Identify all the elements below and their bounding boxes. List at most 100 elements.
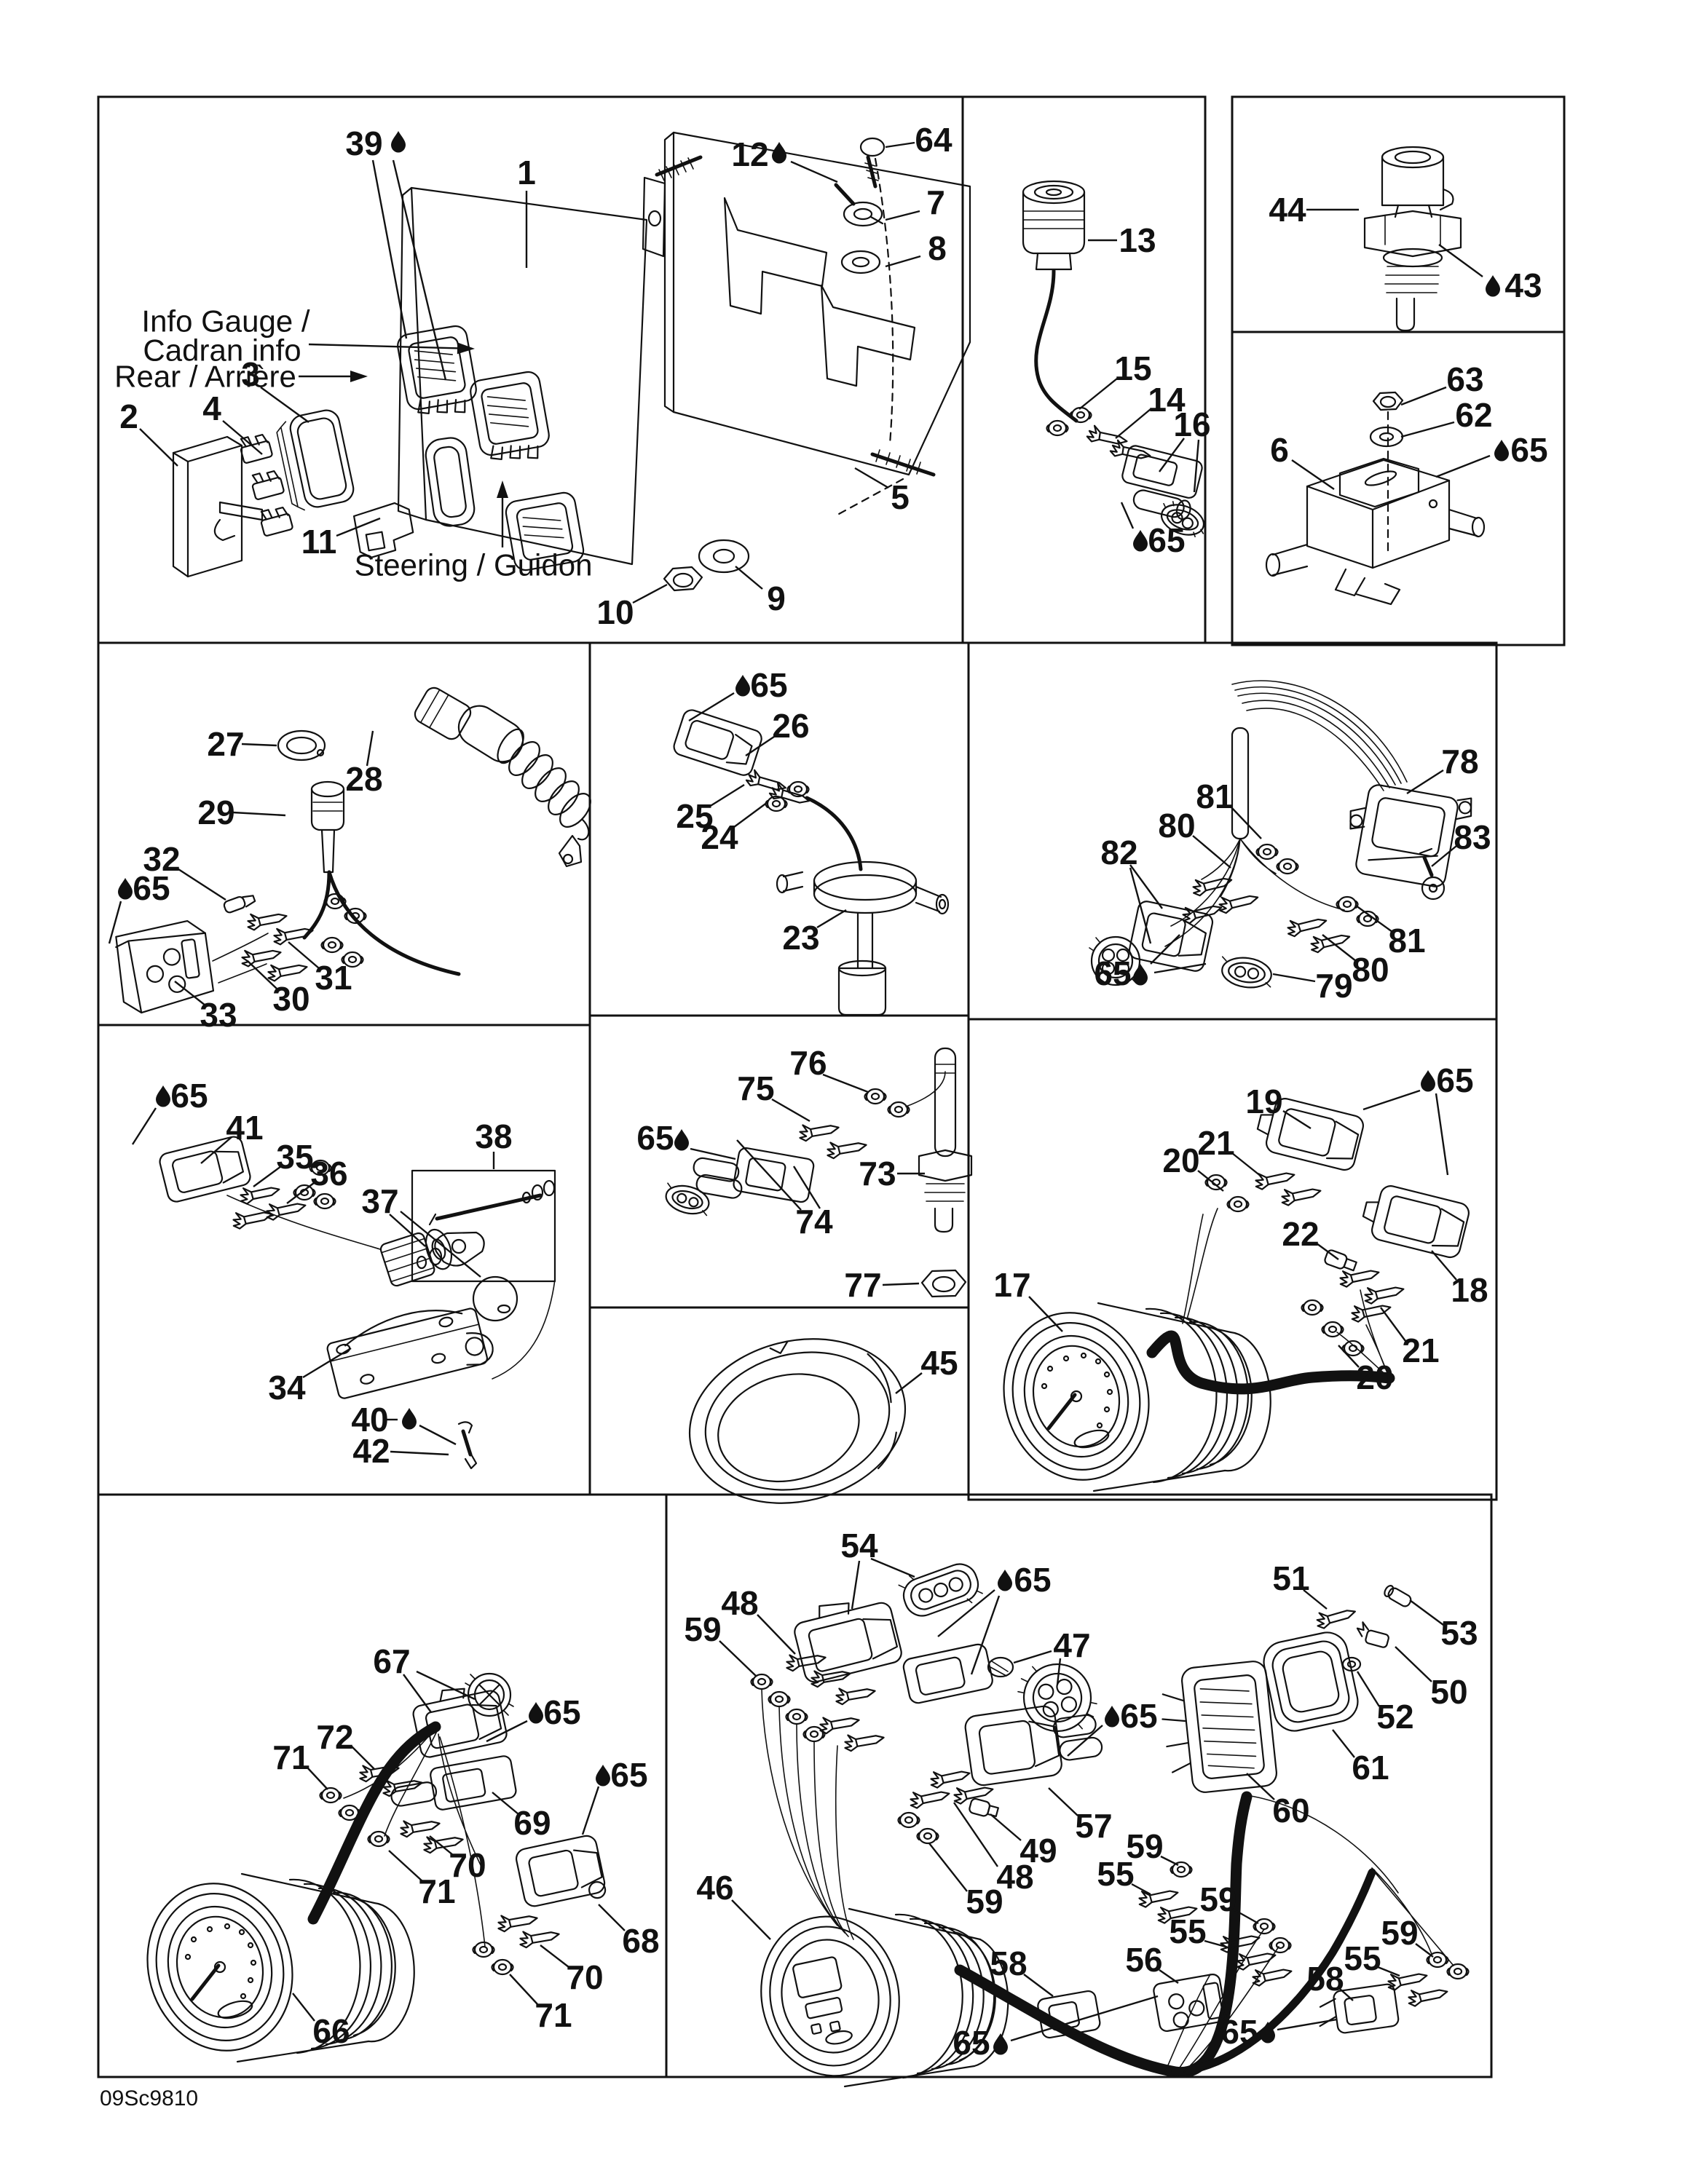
callout-76: 76 bbox=[789, 1044, 827, 1082]
callout-29: 29 bbox=[197, 794, 234, 831]
oil-drop-icon bbox=[529, 1702, 543, 1724]
leader-line bbox=[1153, 962, 1207, 974]
leader-line bbox=[854, 467, 889, 489]
callout-71: 71 bbox=[418, 1872, 455, 1910]
panel-water-temp bbox=[588, 1014, 970, 1309]
oil-drop-icon bbox=[772, 142, 786, 164]
leader-line bbox=[307, 1767, 328, 1790]
callout-48: 48 bbox=[996, 1858, 1033, 1896]
callout-33: 33 bbox=[200, 996, 237, 1034]
leader-line bbox=[1023, 1974, 1054, 1997]
callout-25: 25 bbox=[676, 797, 713, 835]
callout-65: 65 bbox=[1148, 521, 1185, 559]
line-art-layer bbox=[115, 131, 1486, 2090]
callout-47: 47 bbox=[1053, 1626, 1090, 1664]
callout-11: 11 bbox=[301, 523, 337, 561]
leader-line bbox=[816, 909, 847, 929]
leader-line bbox=[366, 730, 374, 767]
callout-5: 5 bbox=[891, 478, 910, 516]
temp-sensor-art bbox=[1363, 146, 1462, 332]
oil-drop-icon bbox=[1133, 964, 1148, 986]
callout-59: 59 bbox=[1126, 1827, 1163, 1865]
leader-line bbox=[1377, 1966, 1400, 1977]
leader-line bbox=[388, 1850, 423, 1882]
callout-8: 8 bbox=[928, 229, 947, 267]
leader-line bbox=[350, 1745, 375, 1770]
callout-10: 10 bbox=[596, 593, 634, 631]
water-temp-art bbox=[665, 1047, 973, 1298]
callout-40: 40 bbox=[351, 1401, 388, 1439]
leader-line bbox=[709, 783, 745, 808]
leader-line bbox=[745, 735, 777, 756]
callout-6: 6 bbox=[1270, 431, 1289, 469]
oil-drop-icon bbox=[118, 878, 133, 900]
leader-line bbox=[771, 1098, 811, 1123]
leader-line bbox=[1355, 905, 1393, 933]
callout-70: 70 bbox=[449, 1846, 486, 1884]
leader-line bbox=[731, 1899, 771, 1940]
callout-58: 58 bbox=[990, 1944, 1027, 1982]
callout-59: 59 bbox=[1381, 1914, 1418, 1952]
callout-69: 69 bbox=[513, 1804, 551, 1842]
oil-drop-icon bbox=[1421, 1070, 1435, 1092]
drawing-code: 09Sc9810 bbox=[100, 2086, 198, 2110]
callout-62: 62 bbox=[1455, 396, 1492, 434]
leader-line bbox=[1380, 1307, 1406, 1342]
annotation-label: Steering / Guidon bbox=[355, 548, 593, 582]
callout-71: 71 bbox=[535, 1996, 572, 2034]
leader-line bbox=[1435, 1093, 1449, 1176]
callout-65: 65 bbox=[1094, 954, 1131, 992]
callout-14: 14 bbox=[1148, 381, 1186, 419]
panel-main-harness bbox=[665, 1493, 1493, 2078]
callout-52: 52 bbox=[1376, 1698, 1413, 1736]
callout-15: 15 bbox=[1114, 349, 1151, 387]
callout-65: 65 bbox=[133, 869, 170, 907]
leader-line bbox=[851, 1560, 861, 1610]
leader-line bbox=[1197, 1170, 1224, 1192]
callout-18: 18 bbox=[1451, 1271, 1488, 1309]
callout-39: 39 bbox=[345, 124, 382, 162]
leader-line bbox=[870, 1557, 915, 1578]
leader-line bbox=[990, 1813, 1022, 1841]
callout-41: 41 bbox=[226, 1109, 263, 1147]
callout-35: 35 bbox=[276, 1138, 313, 1176]
leader-line bbox=[1435, 454, 1491, 478]
leader-line bbox=[1338, 1345, 1360, 1368]
leader-line bbox=[175, 866, 226, 901]
leader-line bbox=[735, 566, 763, 590]
callout-44: 44 bbox=[1269, 191, 1306, 229]
leader-line bbox=[1277, 2018, 1338, 2031]
callout-4: 4 bbox=[202, 389, 221, 427]
callout-48: 48 bbox=[721, 1584, 758, 1622]
leader-line bbox=[486, 1720, 528, 1743]
leader-line bbox=[1010, 1995, 1159, 2042]
leader-line bbox=[598, 1904, 626, 1931]
leader-line bbox=[1048, 1787, 1078, 1816]
leader-line bbox=[1431, 1250, 1457, 1281]
callout-38: 38 bbox=[475, 1117, 512, 1155]
callout-82: 82 bbox=[1100, 834, 1137, 871]
leader-line bbox=[1431, 845, 1457, 867]
leader-line bbox=[389, 1214, 426, 1247]
leader-line bbox=[632, 583, 668, 604]
leader-line bbox=[1131, 1883, 1151, 1896]
callout-36: 36 bbox=[310, 1155, 347, 1192]
callout-57: 57 bbox=[1075, 1807, 1112, 1845]
leader-line bbox=[1230, 806, 1262, 839]
leader-line bbox=[1246, 1773, 1275, 1800]
leader-line bbox=[174, 981, 206, 1006]
callout-21: 21 bbox=[1402, 1332, 1439, 1369]
callout-70: 70 bbox=[566, 1958, 603, 1996]
callout-13: 13 bbox=[1119, 221, 1156, 259]
latch-switch-art bbox=[159, 1136, 556, 1470]
leader-line bbox=[885, 210, 920, 221]
leader-line bbox=[1129, 864, 1163, 909]
leader-line bbox=[1013, 1650, 1052, 1664]
callout-55: 55 bbox=[1344, 1939, 1381, 1977]
leader-line bbox=[416, 1670, 476, 1701]
oil-drop-icon bbox=[391, 131, 406, 153]
leader-line bbox=[232, 811, 286, 817]
leader-line bbox=[1356, 1671, 1381, 1707]
leader-line bbox=[1192, 835, 1231, 869]
